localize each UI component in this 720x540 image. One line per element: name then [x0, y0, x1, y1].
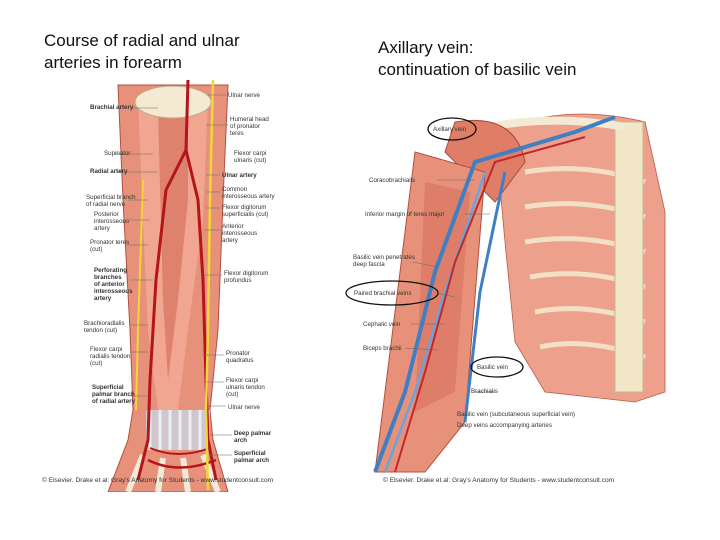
label-deep-veins-accompanying-arteries: Deep veins accompanying arteries — [457, 422, 552, 429]
label-coracobrachialis: Coracobrachialis — [369, 177, 416, 184]
label-pronator-teres-cut: Pronator teres (cut) — [90, 239, 130, 253]
label-flexor-carpi-ulnaris-cut: Flexor carpi ulnaris (cut) — [234, 150, 267, 164]
label-anterior-interosseous-artery: Anterior interosseous artery — [222, 223, 258, 244]
label-posterior-interosseous-artery: Posterior interosseous artery — [94, 211, 130, 232]
label-common-interosseous-artery: Common interosseous artery — [222, 186, 275, 200]
label-perforating-branches: Perforating branches of anterior interos… — [94, 267, 133, 302]
label-brachioradialis-tendon: Brachioradialis tendon (cut) — [84, 320, 125, 334]
label-superficial-branch-radial-nerve: Superficial branch of radial nerve — [86, 194, 136, 208]
label-cephalic-vein: Cephalic vein — [363, 321, 401, 328]
label-flexor-carpi-radialis-tendon: Flexor carpi radialis tendon (cut) — [90, 346, 131, 367]
label-flexor-carpi-ulnaris-tendon: Flexor carpi ulnaris tendon (cut) — [226, 377, 265, 398]
arm-drawing — [345, 113, 666, 473]
label-ulnar-artery: Ulnar artery — [222, 172, 257, 179]
arm-credit: © Elsevier. Drake et al: Gray's Anatomy … — [383, 477, 615, 484]
label-flexor-digitorum-profundus: Flexor digitorum profundus — [224, 270, 269, 284]
label-flexor-digitorum-superficialis-cut: Flexor digitorum superficialis (cut) — [222, 204, 269, 218]
label-humeral-head-pronator-teres: Humeral head of pronator teres — [230, 116, 269, 137]
right-slide-title: Axillary vein: continuation of basilic v… — [378, 38, 577, 79]
label-superficial-palmar-branch: Superficial palmar branch of radial arte… — [92, 384, 135, 405]
label-axillary-vein: Axillary vein — [433, 126, 467, 133]
label-supinator: Supinator — [104, 150, 131, 157]
label-superficial-palmar-arch: Superficial palmar arch — [234, 450, 270, 464]
arm-illustration: Axillary vein Coracobrachialis Inferior … — [345, 92, 680, 492]
label-pronator-quadratus: Pronator quadratus — [226, 350, 254, 364]
label-brachialis: Brachialis — [471, 388, 498, 395]
label-brachial-artery: Brachial artery — [90, 104, 134, 111]
left-slide-title: Course of radial and ulnar arteries in f… — [44, 31, 240, 72]
label-ulnar-nerve-top: Ulnar nerve — [228, 92, 260, 99]
forearm-credit: © Elsevier. Drake et al: Gray's Anatomy … — [42, 477, 274, 484]
label-paired-brachial-veins: Paired brachial veins — [354, 290, 412, 297]
label-radial-artery: Radial artery — [90, 168, 128, 175]
label-biceps-brachii: Biceps brachii — [363, 345, 402, 352]
label-ulnar-nerve-bottom: Ulnar nerve — [228, 404, 260, 411]
label-deep-palmar-arch: Deep palmar arch — [234, 430, 272, 444]
forearm-illustration: Brachial artery Supinator Radial artery … — [38, 80, 328, 492]
label-inferior-margin-teres-major: Inferior margin of teres major — [365, 211, 445, 218]
label-basilic-vein-penetrates: Basilic vein penetrates deep fascia — [353, 254, 415, 268]
forearm-drawing — [107, 80, 232, 492]
label-basilic-vein: Basilic vein — [477, 364, 508, 371]
label-basilic-vein-subcutaneous: Basilic vein (subcutaneous superficial v… — [457, 411, 575, 418]
